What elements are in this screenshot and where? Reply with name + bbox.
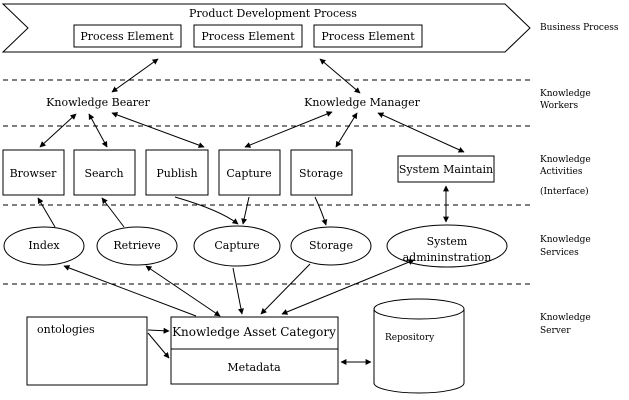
arrow-capture-capture [241, 196, 250, 225]
layer-label-server-1: Knowledge [540, 313, 591, 323]
activity-storage-box [290, 149, 353, 196]
arrow-ontologies-asset [147, 327, 170, 334]
activity-system-maintain: System Maintain [399, 163, 493, 176]
process-element-1: Process Element [80, 30, 174, 43]
arrow-process-manager [319, 58, 361, 94]
layer-label-services-1: Knowledge [540, 235, 591, 245]
service-retrieve: Retrieve [113, 239, 160, 252]
repository-cylinder [373, 309, 465, 394]
activity-search: Search [84, 167, 123, 180]
arrow-manager-storage [335, 112, 358, 148]
arrow-process-bearer [111, 58, 159, 93]
arrow-bearer-browser [39, 113, 77, 148]
activity-browser: Browser [10, 167, 58, 180]
service-storage: Storage [309, 239, 353, 252]
knowledge-bearer: Knowledge Bearer [46, 96, 150, 109]
layer-label-workers-1: Knowledge [540, 89, 591, 99]
activity-browser-box [2, 149, 65, 196]
arrow-manager-maintain [377, 112, 465, 153]
arrow-bearer-publish [111, 112, 205, 148]
ontologies-box [26, 316, 148, 386]
process-element-3: Process Element [321, 30, 415, 43]
service-retrieve-ellipse [96, 226, 178, 266]
process-element-box-2 [193, 24, 303, 48]
arrow-retrieve-search [101, 197, 125, 228]
knowledge-manager: Knowledge Manager [304, 96, 420, 109]
layer-label-services-2: Services [540, 248, 579, 258]
layer-label-activities-1: Knowledge [540, 155, 591, 165]
layer-label-server-2: Server [540, 326, 571, 336]
asset-category-label: Knowledge Asset Category [172, 325, 336, 339]
service-capture: Capture [214, 239, 259, 252]
arrow-publish-capture [174, 196, 239, 225]
arrow-asset-index [63, 265, 197, 317]
activity-capture: Capture [226, 167, 271, 180]
layer-label-activities-2: Activities [539, 167, 583, 177]
asset-category-box [170, 316, 339, 385]
service-system-admin-ellipse [386, 224, 508, 268]
activity-publish-box [145, 149, 209, 196]
activity-capture-box [218, 149, 281, 196]
arrow-asset-retrieve [145, 265, 221, 317]
layer-label-workers-2: Workers [540, 101, 578, 111]
service-system-admin-line2: admininstration [403, 251, 492, 264]
arrow-index-browser [37, 197, 56, 228]
service-system-admin-line1: System [427, 235, 468, 248]
arrow-capture-asset [232, 267, 244, 315]
repository-label: Repository [385, 333, 435, 343]
process-element-box-3 [313, 24, 423, 48]
process-element-box-1 [73, 24, 182, 48]
metadata-label: Metadata [227, 361, 281, 374]
layer-label-interface: (Interface) [540, 186, 589, 197]
activity-search-box [73, 149, 136, 196]
layer-label-business: Business Process [540, 23, 619, 33]
repository-cylinder-top [373, 298, 465, 320]
arrow-admin-asset [281, 259, 415, 315]
process-element-2: Process Element [201, 30, 295, 43]
arrow-manager-capture [244, 111, 333, 148]
arrow-ontologies-metadata [147, 332, 170, 359]
arrow-storage-asset [260, 263, 311, 315]
activity-system-maintain-box [397, 155, 495, 183]
service-capture-ellipse [193, 225, 281, 267]
service-index-ellipse [3, 226, 85, 266]
activity-publish: Publish [156, 167, 197, 180]
arrow-bearer-search [88, 113, 108, 148]
arrow-storage-storage [314, 196, 328, 226]
ontologies-label: ontologies [37, 323, 95, 336]
activity-storage: Storage [299, 167, 343, 180]
process-title: Product Development Process [189, 7, 357, 20]
service-index: Index [28, 239, 60, 252]
